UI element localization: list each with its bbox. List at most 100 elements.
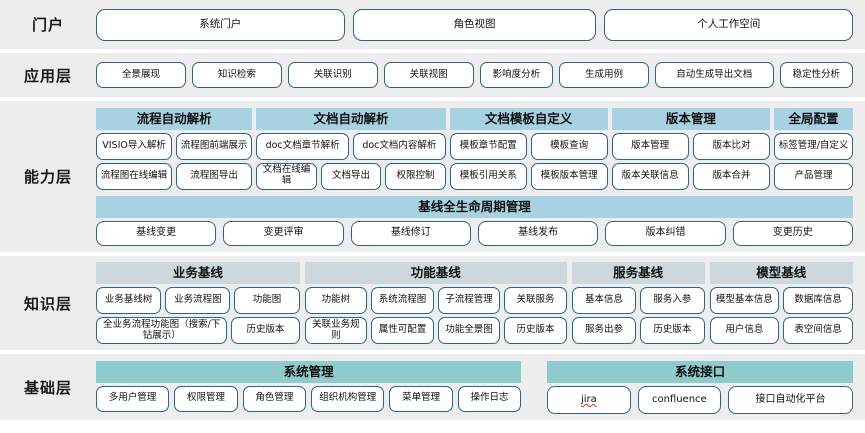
cap-item-version-merge[interactable]: 版本合并 <box>692 162 771 190</box>
kn-item-function-panorama[interactable]: 功能全景图 <box>437 317 501 344</box>
kn-item-related-service[interactable]: 关联服务 <box>504 287 567 314</box>
lifecycle-item-baseline-release[interactable]: 基线发布 <box>477 220 599 246</box>
inf-item-permission-management[interactable]: 权限管理 <box>174 385 238 412</box>
layer-label-portal: 门户 <box>31 16 64 34</box>
kn-item-database-info[interactable]: 数据库信息 <box>783 287 853 314</box>
lifecycle-item-change-review[interactable]: 变更评审 <box>223 220 344 246</box>
kn-item-user-info[interactable]: 用户信息 <box>709 317 780 344</box>
kn-item-history-version[interactable]: 历史版本 <box>640 317 705 344</box>
cap-item-flowchart-frontend-display[interactable]: 流程图前端展示 <box>176 132 253 160</box>
cap-item-version-relation-info[interactable]: 版本关联信息 <box>611 162 689 190</box>
app-item-generate-use-case[interactable]: 生成用例 <box>559 62 649 88</box>
kn-item-tablespace-info[interactable]: 表空间信息 <box>783 317 853 344</box>
infrastructure-group-system-interface: 系统接口 jira confluence 接口自动化平台 <box>547 360 853 414</box>
kn-item-function-tree[interactable]: 功能树 <box>304 287 368 314</box>
app-item-relation-recognition[interactable]: 关联识别 <box>287 62 378 88</box>
baseline-lifecycle-section: 基线全生命周期管理 基线变更 变更评审 基线修订 基线发布 版本纠错 变更历史 <box>96 195 853 246</box>
capability-row-2: 版本关联信息 版本合并 <box>611 162 771 190</box>
kn-item-service-input-param[interactable]: 服务入参 <box>640 287 705 314</box>
portal-item-personal-workspace[interactable]: 个人工作空间 <box>604 8 854 41</box>
baseline-lifecycle-items: 基线变更 变更评审 基线修订 基线发布 版本纠错 变更历史 <box>96 220 853 246</box>
cap-item-template-chapter-config[interactable]: 模板章节配置 <box>449 132 527 160</box>
inf-item-menu-management[interactable]: 菜单管理 <box>389 385 453 412</box>
cap-item-permission-control[interactable]: 权限控制 <box>385 162 446 190</box>
capability-group-doc-auto-parse: 文档自动解析 doc文档章节解析 doc文档内容解析 文档在线编辑 文档导出 权… <box>256 107 446 190</box>
lifecycle-item-version-correction[interactable]: 版本纠错 <box>605 220 726 246</box>
cap-item-visio-import-parse[interactable]: VISIO导入解析 <box>96 132 173 160</box>
kn-item-basic-info[interactable]: 基本信息 <box>571 287 637 314</box>
cap-item-version-compare[interactable]: 版本比对 <box>692 132 771 160</box>
cap-item-template-reference-relation[interactable]: 模板引用关系 <box>449 162 527 190</box>
system-interface-items: jira confluence 接口自动化平台 <box>547 385 853 414</box>
inf-item-role-management[interactable]: 角色管理 <box>242 385 307 412</box>
knowledge-row-2: 全业务流程功能图（搜索/下钻展示） 历史版本 <box>96 317 300 344</box>
cap-item-template-version-management[interactable]: 模板版本管理 <box>530 162 608 190</box>
kn-item-service-output-param[interactable]: 服务出参 <box>571 317 637 344</box>
kn-item-business-baseline-tree[interactable]: 业务基线树 <box>96 287 162 314</box>
lifecycle-item-baseline-change[interactable]: 基线变更 <box>96 220 217 246</box>
cap-item-flowchart-export[interactable]: 流程图导出 <box>176 162 253 190</box>
kn-item-business-flowchart[interactable]: 业务流程图 <box>165 287 231 314</box>
cap-item-doc-online-edit[interactable]: 文档在线编辑 <box>256 162 317 190</box>
group-header-baseline-lifecycle: 基线全生命周期管理 <box>96 195 853 218</box>
cap-item-doc-content-parse[interactable]: doc文档内容解析 <box>353 132 446 160</box>
inf-item-jira[interactable]: jira <box>547 385 631 414</box>
portal-item-role-view[interactable]: 角色视图 <box>352 8 597 41</box>
lifecycle-item-change-history[interactable]: 变更历史 <box>732 220 853 246</box>
inf-item-org-structure-management[interactable]: 组织机构管理 <box>311 385 385 412</box>
cap-item-doc-export[interactable]: 文档导出 <box>320 162 382 190</box>
app-item-panorama-display[interactable]: 全景展现 <box>96 62 186 88</box>
knowledge-group-function-baseline: 功能基线 功能树 系统流程图 子流程管理 关联服务 关联业务规则 属性可配置 功… <box>304 262 567 344</box>
kn-item-related-business-rule[interactable]: 关联业务规则 <box>304 317 368 344</box>
layer-body-capability: 流程自动解析 VISIO导入解析 流程图前端展示 流程图在线编辑 流程图导出 文… <box>96 107 853 246</box>
knowledge-row-1: 功能树 系统流程图 子流程管理 关联服务 <box>304 287 567 314</box>
capability-group-global-config: 全局配置 标签管理/自定义 产品管理 <box>774 107 853 190</box>
app-item-relation-view[interactable]: 关联视图 <box>383 62 474 88</box>
capability-groups: 流程自动解析 VISIO导入解析 流程图前端展示 流程图在线编辑 流程图导出 文… <box>96 107 853 190</box>
cap-item-version-management[interactable]: 版本管理 <box>611 132 689 160</box>
group-header-system-interface: 系统接口 <box>547 360 853 383</box>
capability-row-1: 模板章节配置 模板查询 <box>449 132 608 160</box>
kn-item-attribute-configurable[interactable]: 属性可配置 <box>371 317 434 344</box>
kn-item-function-chart[interactable]: 功能图 <box>234 287 300 314</box>
jira-label: jira <box>580 393 597 405</box>
kn-item-subprocess-management[interactable]: 子流程管理 <box>437 287 501 314</box>
inf-item-interface-automation-platform[interactable]: 接口自动化平台 <box>728 385 853 414</box>
cap-item-template-query[interactable]: 模板查询 <box>530 132 608 160</box>
inf-item-multi-user-management[interactable]: 多用户管理 <box>96 385 170 412</box>
knowledge-row-1: 模型基本信息 数据库信息 <box>709 287 853 314</box>
capability-row-1: 标签管理/自定义 <box>774 132 853 160</box>
layer-capability: 能力层 流程自动解析 VISIO导入解析 流程图前端展示 流程图在线编辑 流程图… <box>0 101 865 252</box>
application-items: 全景展现 知识检索 关联识别 关联视图 影响度分析 生成用例 自动生成导出文档 … <box>96 62 854 88</box>
group-header-system-management: 系统管理 <box>96 360 522 383</box>
group-header-process-auto-parse: 流程自动解析 <box>96 107 253 130</box>
layer-application: 应用层 全景展现 知识检索 关联识别 关联视图 影响度分析 生成用例 自动生成导… <box>0 53 865 97</box>
app-item-auto-generate-export-doc[interactable]: 自动生成导出文档 <box>654 62 774 88</box>
group-header-doc-template-custom: 文档模板自定义 <box>449 107 608 130</box>
capability-row-2: 文档在线编辑 文档导出 权限控制 <box>256 162 446 190</box>
app-item-stability-analysis[interactable]: 稳定性分析 <box>779 62 854 88</box>
kn-item-system-flowchart[interactable]: 系统流程图 <box>371 287 434 314</box>
portal-item-system-portal[interactable]: 系统门户 <box>96 8 345 41</box>
layer-label-capability: 能力层 <box>23 168 72 186</box>
app-item-knowledge-search[interactable]: 知识检索 <box>191 62 282 88</box>
cap-item-tag-management-custom[interactable]: 标签管理/自定义 <box>774 132 853 160</box>
inf-item-operation-log[interactable]: 操作日志 <box>457 385 522 412</box>
cap-item-doc-chapter-parse[interactable]: doc文档章节解析 <box>256 132 349 160</box>
kn-item-full-business-process-function-chart[interactable]: 全业务流程功能图（搜索/下钻展示） <box>96 317 228 344</box>
layer-body-portal: 系统门户 角色视图 个人工作空间 <box>96 8 854 41</box>
kn-item-history-version[interactable]: 历史版本 <box>504 317 567 344</box>
inf-item-confluence[interactable]: confluence <box>637 385 722 414</box>
cap-item-product-management[interactable]: 产品管理 <box>774 162 853 190</box>
layer-label-knowledge: 知识层 <box>23 294 72 313</box>
kn-item-model-basic-info[interactable]: 模型基本信息 <box>709 287 780 314</box>
capability-row-1: VISIO导入解析 流程图前端展示 <box>96 132 253 160</box>
layer-body-knowledge: 业务基线 业务基线树 业务流程图 功能图 全业务流程功能图（搜索/下钻展示） 历… <box>96 262 853 344</box>
app-item-impact-analysis[interactable]: 影响度分析 <box>479 62 554 88</box>
knowledge-groups: 业务基线 业务基线树 业务流程图 功能图 全业务流程功能图（搜索/下钻展示） 历… <box>96 262 853 344</box>
layer-portal: 门户 系统门户 角色视图 个人工作空间 <box>0 0 865 49</box>
cap-item-flowchart-online-edit[interactable]: 流程图在线编辑 <box>96 162 173 190</box>
lifecycle-item-baseline-revision[interactable]: 基线修订 <box>350 220 471 246</box>
kn-item-history-version[interactable]: 历史版本 <box>231 317 300 344</box>
